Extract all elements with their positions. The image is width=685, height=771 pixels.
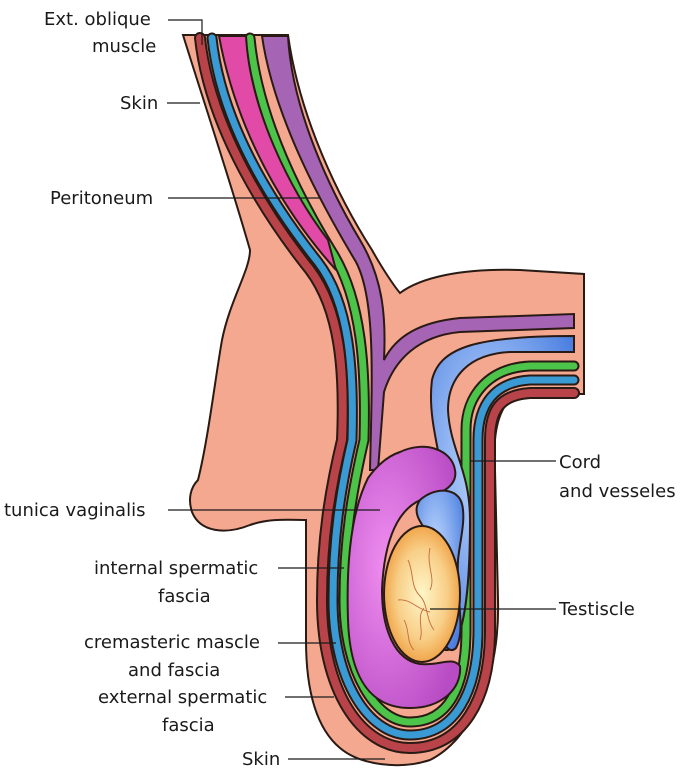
label-ext-oblique-line1: Ext. oblique (44, 9, 151, 30)
ext-oblique-muscle-band (217, 35, 337, 271)
label-tunica-vaginalis: tunica vaginalis (4, 500, 145, 521)
label-external-spermatic-line1: external spermatic (98, 687, 267, 708)
label-peritoneum: Peritoneum (50, 188, 153, 209)
label-testiscle: Testiscle (558, 599, 635, 620)
peritoneum-layer (260, 35, 575, 471)
testis (383, 525, 461, 663)
label-external-spermatic-line2: fascia (162, 715, 215, 736)
label-internal-spermatic-line2: fascia (158, 586, 211, 607)
labels: Ext. oblique muscle Skin Peritoneum Cord… (4, 9, 676, 770)
label-ext-oblique-line2: muscle (92, 36, 156, 57)
label-cremasteric-line1: cremasteric mascle (84, 632, 260, 653)
cremasteric-layer-fill (208, 34, 578, 739)
label-cord-line1: Cord (559, 452, 601, 473)
label-cremasteric-line2: and fascia (128, 660, 220, 681)
label-internal-spermatic-line1: internal spermatic (94, 558, 258, 579)
testis-vessels (397, 547, 435, 651)
leader-ext-oblique (168, 19, 203, 45)
label-skin-top: Skin (120, 93, 158, 114)
label-cord-line2: and vesseles (559, 481, 676, 502)
external-spermatic-fascia-fill (196, 34, 578, 753)
label-skin-bottom: Skin (242, 749, 280, 770)
leader-lines (167, 19, 556, 760)
